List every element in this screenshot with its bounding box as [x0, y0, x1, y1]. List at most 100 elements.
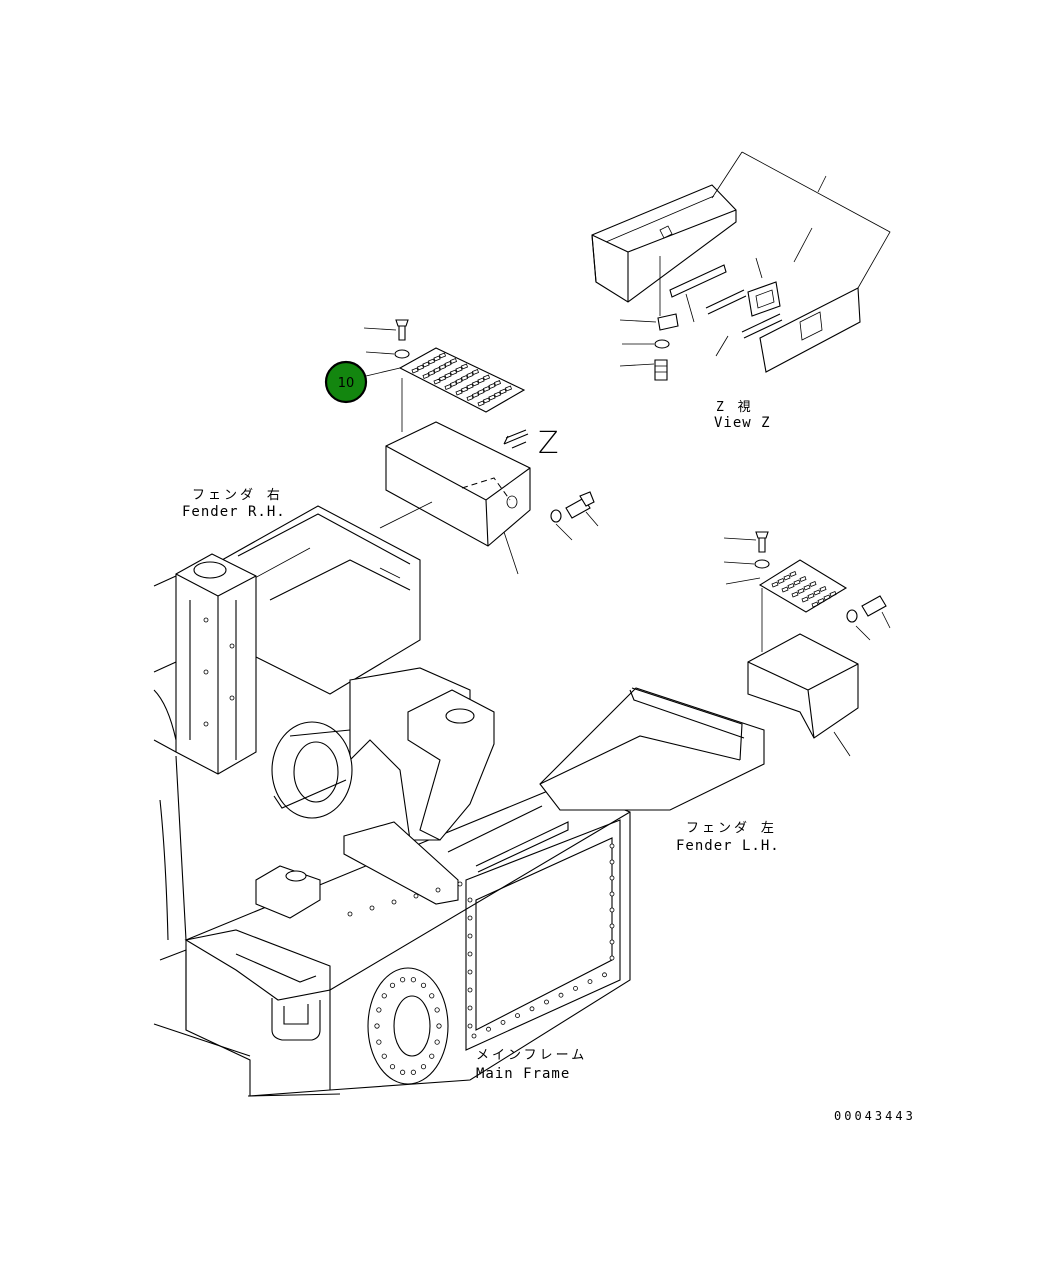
rivet — [602, 972, 607, 978]
bolt-hole — [381, 993, 387, 999]
grating-slot — [488, 382, 496, 390]
grating-slot — [439, 352, 446, 359]
callout-badge[interactable]: 10 — [324, 360, 368, 404]
grating-slot — [477, 377, 485, 384]
rivet — [435, 887, 441, 893]
grating-slot — [422, 361, 430, 368]
view-z-label-en: View Z — [714, 415, 771, 431]
grating-slot — [444, 360, 452, 368]
grating-slot — [494, 391, 501, 398]
rivet — [587, 979, 593, 984]
bolt-hole — [436, 1023, 442, 1029]
grating-slot — [417, 364, 424, 371]
grating-slot — [483, 385, 490, 393]
rivet — [609, 907, 615, 913]
grating-slot — [793, 579, 801, 586]
rivet — [515, 1013, 520, 1018]
rivet — [609, 875, 615, 881]
bolt-hole — [420, 1064, 427, 1070]
grating-slot — [499, 388, 507, 395]
rivet — [467, 1005, 473, 1011]
grating-slot — [466, 383, 474, 390]
rivet — [467, 969, 473, 975]
bolt-hole — [376, 1039, 382, 1045]
grating-slot — [799, 575, 807, 583]
grating-slot — [783, 574, 791, 581]
grating-slot — [433, 378, 441, 385]
rivet — [558, 992, 564, 998]
grating-slot — [771, 581, 779, 588]
rivet — [573, 986, 578, 991]
main-frame-label-jp: メインフレーム — [476, 1048, 587, 1063]
grating-slot — [791, 591, 799, 598]
grating-slot — [477, 400, 485, 407]
grating-slot — [777, 577, 785, 585]
grating-slot — [428, 358, 435, 365]
grating-slot — [461, 374, 468, 382]
grating-slot — [450, 380, 457, 388]
rivet — [529, 1006, 535, 1012]
grating-slot — [472, 391, 479, 399]
grating-slot — [455, 366, 463, 373]
rivet — [467, 897, 473, 903]
grating-slot — [422, 372, 430, 380]
grating-slot — [455, 389, 463, 396]
grating-slot — [787, 582, 795, 590]
callout-number: 10 — [338, 376, 355, 391]
rivet — [457, 881, 463, 887]
grating-slot — [433, 366, 441, 374]
bolt-hole — [429, 1053, 435, 1059]
grating-slot — [829, 590, 837, 598]
grating-slot — [439, 375, 446, 382]
grating-slot — [819, 585, 827, 593]
drawing-number: 00043443 — [834, 1109, 916, 1123]
rivet — [609, 939, 615, 945]
bolt-hole — [410, 1069, 416, 1075]
fender-rh-label-jp: フェンダ 右 — [192, 488, 283, 503]
grating-slot — [813, 589, 821, 596]
bolt-hole — [381, 1053, 387, 1059]
grating-slot — [455, 377, 463, 385]
grating-slot — [483, 374, 490, 381]
rivet — [203, 721, 209, 727]
grating-slot — [494, 379, 501, 387]
rivet — [467, 987, 473, 993]
main-frame-label-en: Main Frame — [476, 1066, 570, 1082]
grating-slot — [789, 570, 797, 578]
rivet — [467, 1023, 473, 1029]
view-z-assembly — [591, 151, 891, 381]
grating-slot — [444, 383, 452, 391]
grating-slot — [809, 580, 817, 588]
fender-rh-cover — [363, 319, 599, 575]
rivet — [471, 1033, 477, 1039]
bolt-hole — [389, 982, 396, 988]
bolt-hole — [410, 977, 416, 983]
grating-slot — [444, 372, 452, 379]
grating-slot — [461, 386, 468, 393]
bolt-hole — [389, 1064, 396, 1070]
rivet — [486, 1026, 491, 1032]
grating-slot — [483, 397, 490, 404]
fender-lh-label-jp: フェンダ 左 — [686, 821, 777, 836]
bolt-hole — [400, 1069, 406, 1075]
rivet — [347, 911, 353, 917]
bolt-hole — [420, 982, 427, 988]
grating-slot — [505, 385, 512, 392]
grating-slot — [472, 368, 479, 376]
rivet — [609, 923, 615, 929]
grating-slot — [450, 369, 457, 376]
grating-slot — [488, 394, 496, 401]
view-z-arrow-letter: Z — [538, 426, 559, 461]
rivet — [467, 951, 473, 957]
grating-slot — [433, 355, 441, 362]
grating-slot — [466, 394, 474, 402]
grating-slot — [472, 380, 479, 387]
bolt-hole — [434, 1039, 440, 1045]
view-z-label-jp: Z 視 — [716, 400, 754, 415]
grating-slot — [461, 363, 468, 370]
fender-rh-label-en: Fender R.H. — [182, 504, 286, 520]
grating-slot — [781, 586, 789, 593]
grating-slot — [439, 363, 446, 371]
